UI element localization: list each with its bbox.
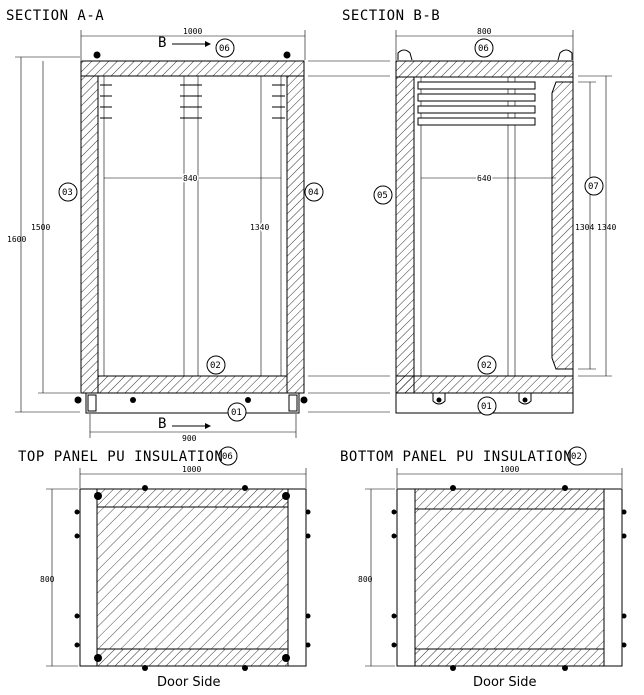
- aa-base-plinth: [85, 392, 300, 414]
- aa-inner-height-label: 1340: [250, 223, 269, 232]
- bb-door: [551, 81, 574, 370]
- top-panel-tag: 06: [222, 452, 233, 462]
- aa-tag-02: 02: [210, 361, 221, 371]
- bb-tag-07: 07: [588, 182, 599, 192]
- bottom-panel-view: 1000 800 Door Side: [358, 465, 627, 690]
- bb-tag-01: 01: [481, 402, 492, 412]
- bb-inner-width-label: 640: [477, 174, 492, 183]
- aa-shelf-rails: [100, 84, 285, 119]
- top-panel-tag-circle: [218, 446, 238, 466]
- aa-cut-marker-top: B: [158, 35, 167, 51]
- aa-tag-06-circle: [215, 38, 235, 58]
- bb-width-top-label: 800: [477, 27, 492, 36]
- bottom-panel-door-side: Door Side: [473, 675, 537, 690]
- aa-width-top-label: 1000: [183, 27, 202, 36]
- aa-inner-width-label: 840: [183, 174, 198, 183]
- section-bb-view: 800 06 640: [308, 27, 616, 416]
- bb-tag-02: 02: [481, 361, 492, 371]
- bottom-panel-tag: 02: [571, 452, 582, 462]
- bb-tag-05: 05: [377, 191, 388, 201]
- bottom-panel-width-label: 1000: [500, 465, 519, 474]
- bb-inner-height-b: 1340: [597, 223, 616, 232]
- top-panel-view: 1000 800 Door Side: [40, 465, 311, 690]
- section-aa-title: SECTION A-A: [6, 8, 104, 24]
- top-panel-door-side: Door Side: [157, 675, 221, 690]
- bb-shelf-rails: [417, 81, 536, 126]
- bb-tag-06: 06: [478, 44, 489, 54]
- top-panel-title: TOP PANEL PU INSULATION: [18, 449, 223, 465]
- section-bb-title: SECTION B-B: [342, 8, 440, 24]
- aa-tag-06: 06: [219, 44, 230, 54]
- aa-base-width-label: 900: [182, 434, 197, 443]
- aa-height-label: 1500: [31, 223, 50, 232]
- section-aa-view: 1000 B 06: [7, 27, 324, 443]
- aa-tag-01: 01: [231, 408, 242, 418]
- top-panel-width-label: 1000: [182, 465, 201, 474]
- aa-tag-04: 04: [308, 188, 319, 198]
- aa-tag-03: 03: [62, 188, 73, 198]
- bottom-panel-depth-label: 800: [358, 575, 373, 584]
- top-panel-depth-label: 800: [40, 575, 55, 584]
- bb-inner-height-a: 1304: [575, 223, 594, 232]
- bottom-panel-title: BOTTOM PANEL PU INSULATION: [340, 449, 572, 465]
- bottom-panel-tag-circle: [567, 446, 587, 466]
- aa-outer-height-label: 1600: [7, 235, 26, 244]
- aa-cut-marker-bottom: B: [158, 416, 167, 432]
